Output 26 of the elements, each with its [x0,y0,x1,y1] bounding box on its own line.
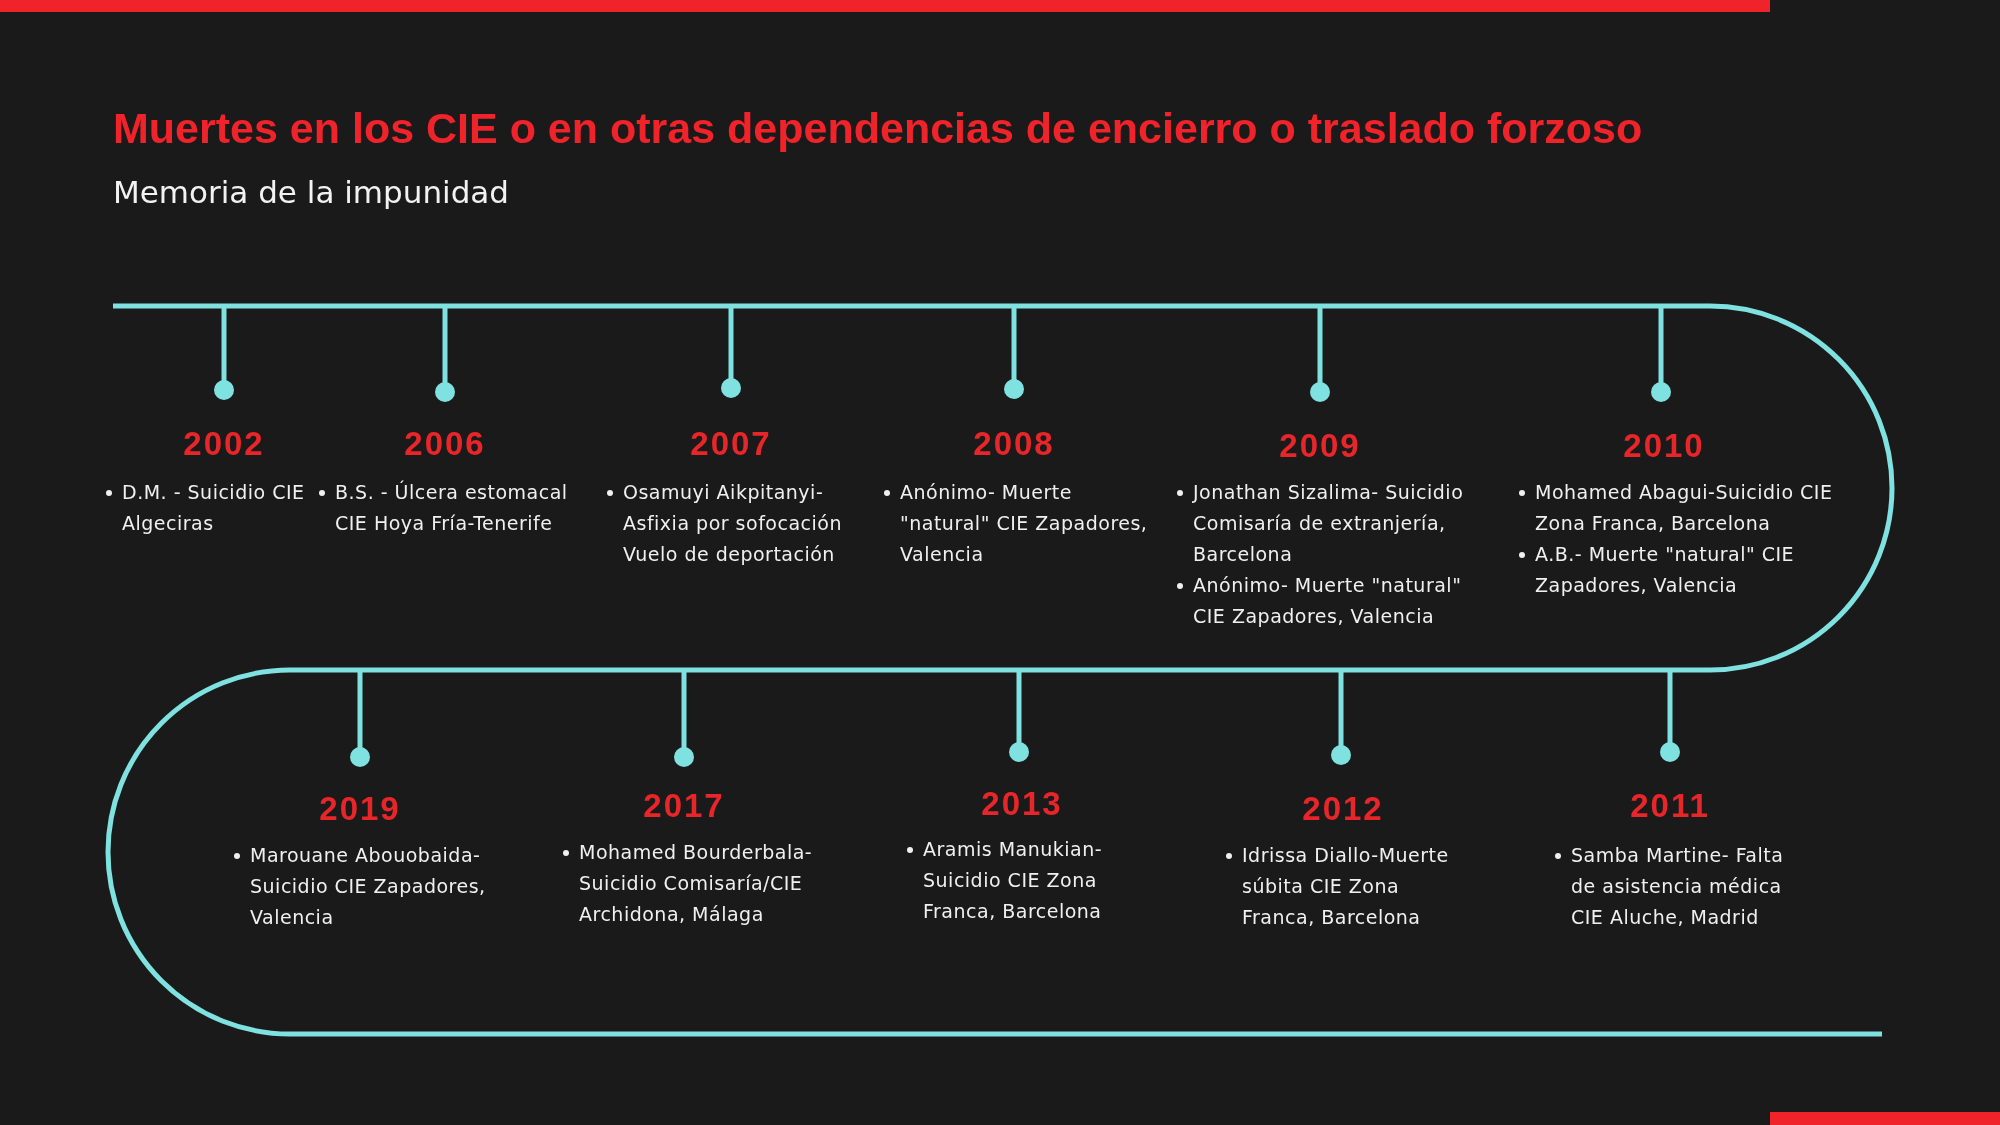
list-item: Idrissa Diallo-Muerte súbita CIE Zona Franca, Barcelona [1242,843,1450,930]
list-item: A.B.- Muerte "natural" CIE Zapadores, Valencia [1535,542,1796,598]
year-label: 2019 [319,790,401,828]
year-label: 2012 [1302,790,1384,828]
list-item: D.M. - Suicidio CIE Algeciras [122,480,306,536]
year-label: 2009 [1279,427,1361,465]
list-item: Osamuyi Aikpitanyi- Asfixia por sofocación Vuelo de deportación [623,480,843,567]
list-item: Jonathan Sizalima- Suicidio Comisaría de extranjería, Barcelona [1193,480,1465,567]
list-item: B.S. - Úlcera estomacal CIE Hoya Fría-Tenerife [335,479,569,536]
list-item: Anónimo- Muerte "natural" CIE Zapadores, Valencia [900,480,1149,567]
year-label: 2008 [973,425,1055,463]
year-label: 2002 [183,425,265,463]
year-label: 2017 [643,787,725,825]
year-label: 2010 [1623,427,1705,465]
year-label: 2013 [981,785,1063,823]
list-item: Aramis Manukian- Suicidio CIE Zona Franca, Barcelona [923,837,1104,924]
list-item: Samba Martine- Falta de asistencia médica CIE Aluche, Madrid [1571,843,1785,930]
list-item: Marouane Abouobaida- Suicidio CIE Zapadores, Valencia [250,843,487,930]
subtitle: Memoria de la impunidad [113,174,509,210]
year-label: 2007 [690,425,772,463]
title: Muertes en los CIE o en otras dependencias de encierro o traslado forzoso [113,104,1643,153]
year-label: 2011 [1630,787,1710,825]
year-label: 2006 [404,425,486,463]
list-item: Mohamed Bourderbala- Suicidio Comisaría/CIE Archidona, Málaga [579,840,814,927]
list-item: Anónimo- Muerte "natural" CIE Zapadores, Valencia [1193,573,1463,629]
list-item: Mohamed Abagui-Suicidio CIE Zona Franca, Barcelona [1535,480,1834,536]
